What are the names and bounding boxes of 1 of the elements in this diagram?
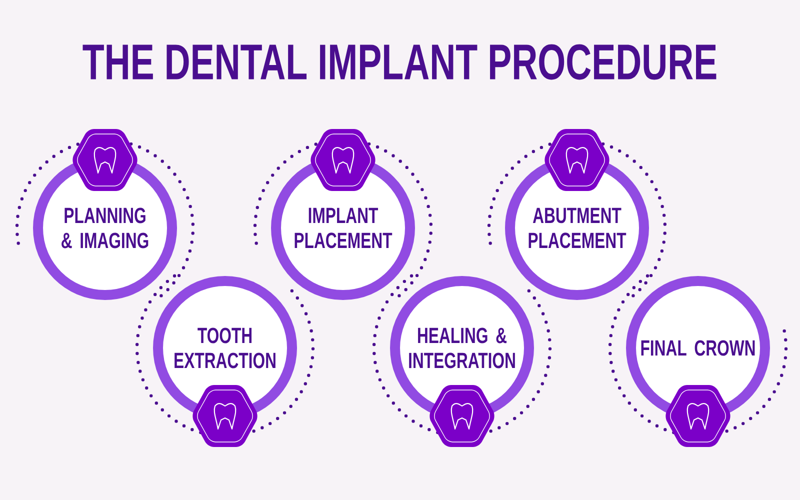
title: THE DENTAL IMPLANT PROCEDURE	[82, 44, 716, 80]
